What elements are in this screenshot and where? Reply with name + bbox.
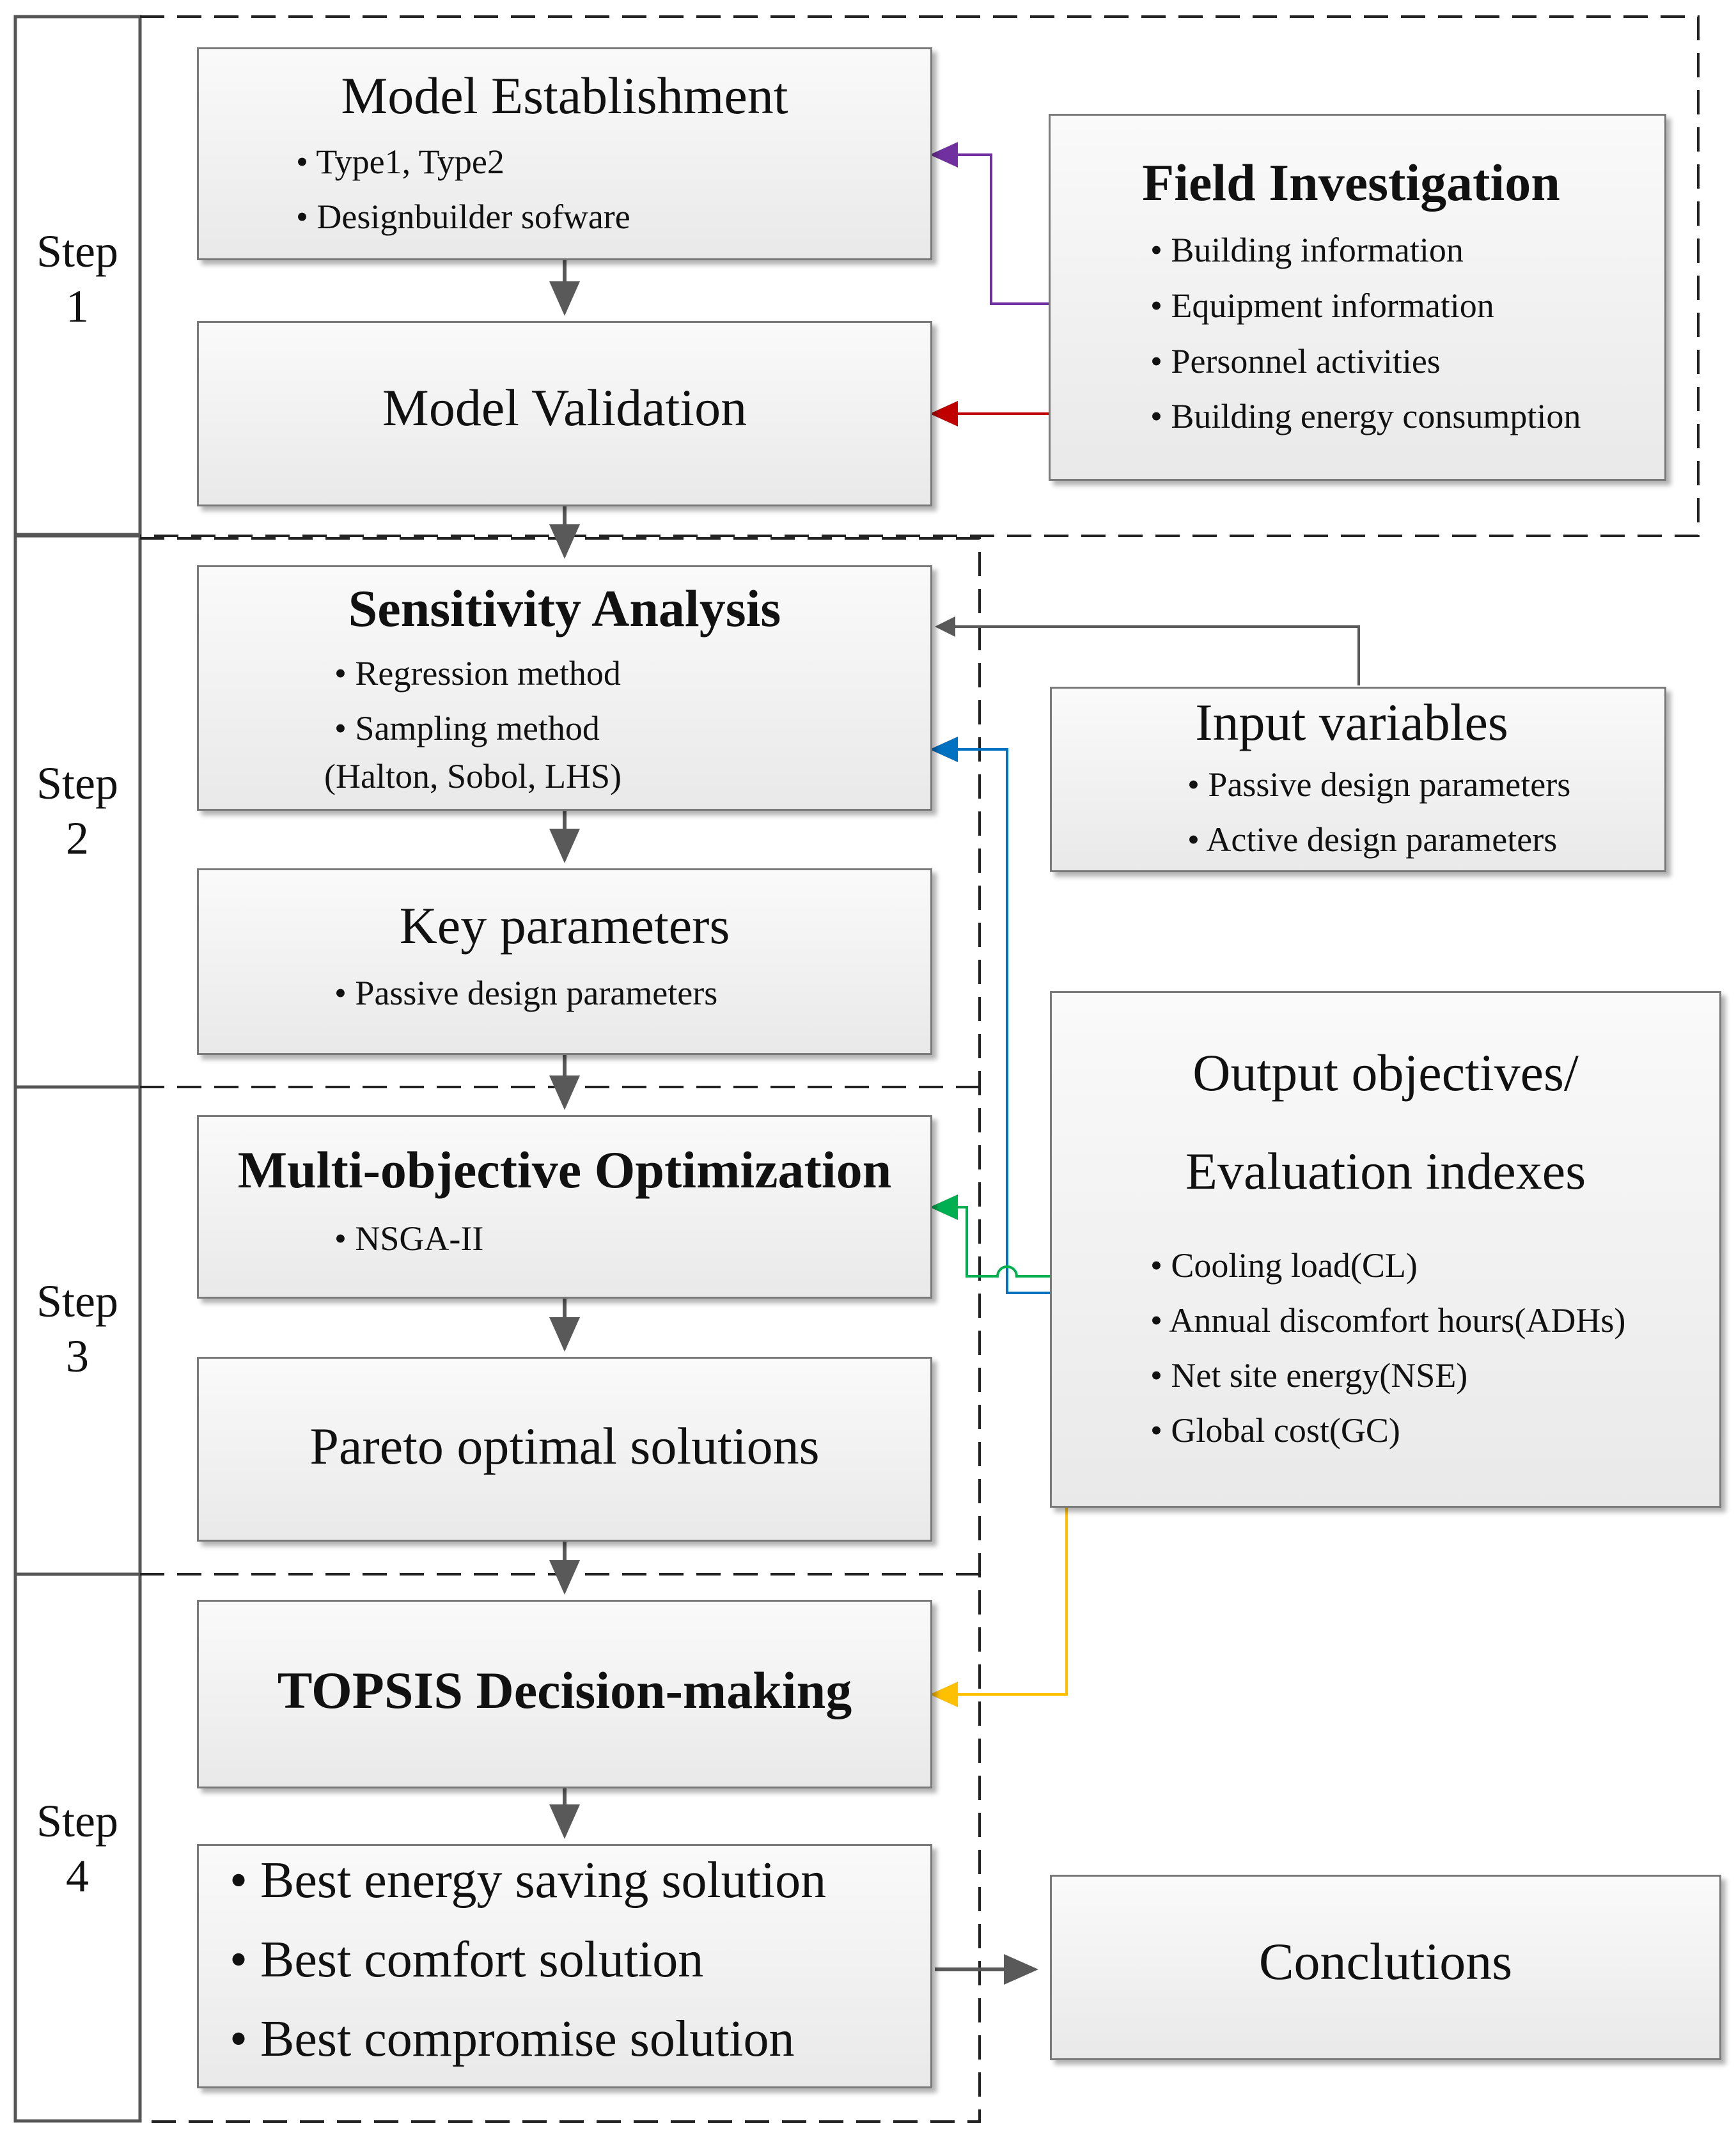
multi-objective-optimization-box: Multi-objective Optimization • NSGA-II (197, 1115, 932, 1299)
field-investigation-item: • Building information (1150, 231, 1464, 269)
sensitivity-analysis-item: • Sampling method (334, 709, 600, 747)
key-parameters-title: Key parameters (399, 896, 730, 955)
step-1-label: Step 1 (36, 226, 118, 332)
key-parameters-box: Key parameters • Passive design paramete… (197, 868, 932, 1055)
model-establishment-box: Model Establishment • Type1, Type2 • Des… (197, 47, 932, 260)
input-to-sensitivity-connector (935, 616, 1360, 685)
topsis-decision-box: TOPSIS Decision-making (197, 1600, 932, 1788)
step-4-label: Step 4 (36, 1795, 118, 1902)
sensitivity-analysis-box: Sensitivity Analysis • Regression method… (197, 565, 932, 811)
step-2-label: Step 2 (36, 758, 118, 864)
sensitivity-analysis-item: (Halton, Sobol, LHS) (324, 757, 622, 795)
sensitivity-analysis-item: • Regression method (334, 654, 621, 692)
field-investigation-item: • Personnel activities (1150, 342, 1441, 380)
conclusions-box: Conclutions (1050, 1875, 1721, 2060)
key-parameters-item: • Passive design parameters (334, 974, 718, 1012)
model-establishment-title: Model Establishment (341, 66, 788, 125)
output-objectives-item: • Annual discomfort hours(ADHs) (1150, 1301, 1626, 1340)
step-3-label: Step 3 (36, 1276, 118, 1382)
input-variables-item: • Passive design parameters (1187, 765, 1571, 804)
model-establishment-item: • Designbuilder sofware (296, 198, 630, 236)
field-investigation-title: Field Investigation (1142, 153, 1560, 212)
output-objectives-item: • Net site energy(NSE) (1150, 1356, 1468, 1395)
model-validation-box: Model Validation (197, 321, 932, 506)
output-objectives-item: • Global cost(GC) (1150, 1411, 1400, 1450)
field-investigation-item: • Building energy consumption (1150, 397, 1581, 435)
model-establishment-item: • Type1, Type2 (296, 143, 504, 181)
model-validation-title: Model Validation (382, 379, 747, 437)
pareto-optimal-solutions-title: Pareto optimal solutions (309, 1417, 820, 1475)
output-objectives-title-line2: Evaluation indexes (1185, 1142, 1586, 1200)
solutions-box: • Best energy saving solution • Best com… (197, 1844, 932, 2088)
output-objectives-item: • Cooling load(CL) (1150, 1246, 1418, 1285)
solution-item: • Best compromise solution (230, 2011, 795, 2067)
step-frames (13, 15, 142, 2123)
topsis-decision-title: TOPSIS Decision-making (277, 1661, 852, 1719)
solution-item: • Best energy saving solution (230, 1852, 827, 1909)
field-investigation-item: • Equipment information (1150, 286, 1494, 325)
multi-objective-optimization-title: Multi-objective Optimization (237, 1141, 892, 1199)
flow-arrows (549, 260, 1038, 1985)
sensitivity-analysis-title: Sensitivity Analysis (348, 579, 781, 637)
pareto-optimal-solutions-box: Pareto optimal solutions (197, 1357, 932, 1542)
solution-item: • Best comfort solution (230, 1932, 704, 1988)
output-objectives-title-line1: Output objectives/ (1193, 1044, 1579, 1102)
output-objectives-box: Output objectives/ Evaluation indexes • … (1050, 991, 1721, 1508)
multi-objective-optimization-item: • NSGA-II (334, 1219, 484, 1258)
field-investigation-box: Field Investigation • Building informati… (1049, 114, 1666, 481)
input-variables-title: Input variables (1195, 693, 1508, 751)
conclusions-title: Conclutions (1258, 1932, 1513, 1990)
green-connector (930, 1194, 1111, 1278)
input-variables-box: Input variables • Passive design paramet… (1050, 687, 1666, 872)
input-variables-item: • Active design parameters (1187, 820, 1558, 859)
